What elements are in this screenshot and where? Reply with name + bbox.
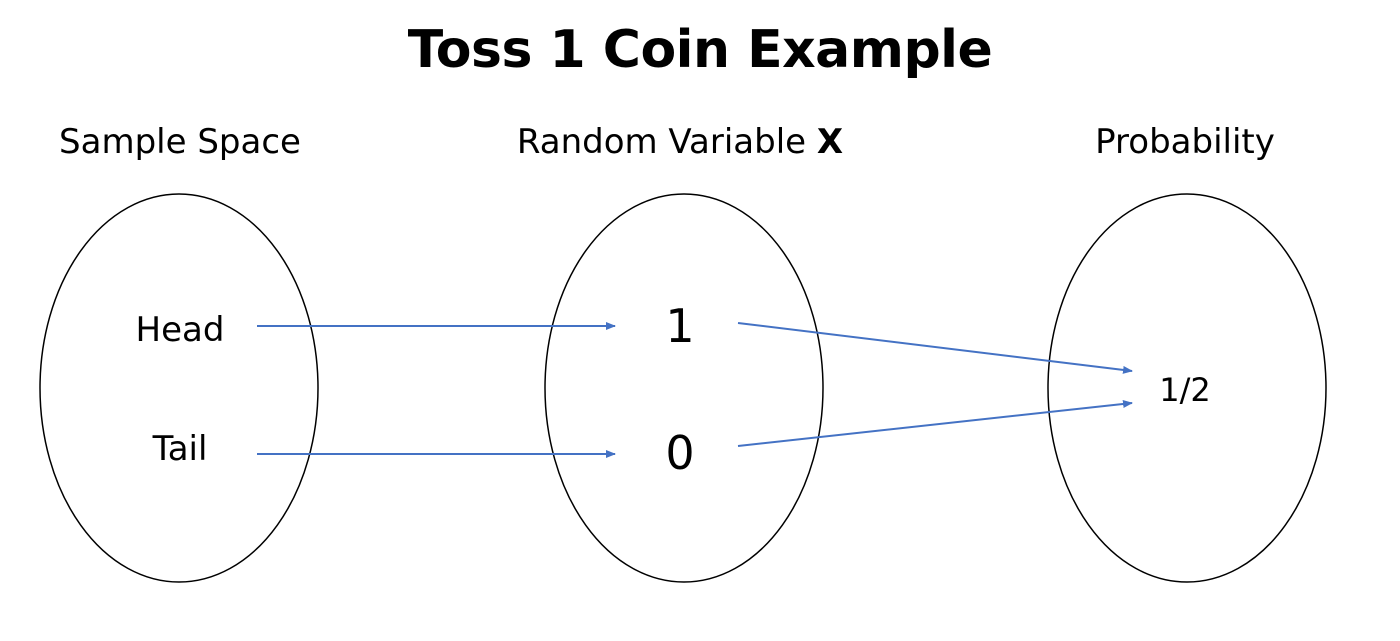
arrow-1-to-half bbox=[737, 322, 1133, 374]
rv-value-zero-label: 0 bbox=[665, 426, 695, 480]
diagram-title: Toss 1 Coin Example bbox=[407, 20, 993, 80]
probability-ellipse bbox=[1047, 193, 1327, 583]
random-variable-heading: Random Variable X bbox=[480, 116, 880, 168]
random-variable-heading-text: Random Variable bbox=[516, 122, 817, 162]
arrow-0-to-half bbox=[737, 400, 1133, 447]
random-variable-symbol: X bbox=[816, 122, 844, 162]
sample-space-heading: Sample Space bbox=[59, 122, 301, 162]
probability-heading: Probability bbox=[1095, 122, 1275, 162]
outcome-head-label: Head bbox=[135, 310, 225, 350]
probability-half-label: 1/2 bbox=[1159, 371, 1211, 409]
rv-value-one-label: 1 bbox=[665, 299, 695, 353]
sample-space-ellipse bbox=[39, 193, 319, 583]
random-variable-ellipse bbox=[544, 193, 824, 583]
outcome-tail-label: Tail bbox=[152, 429, 208, 469]
